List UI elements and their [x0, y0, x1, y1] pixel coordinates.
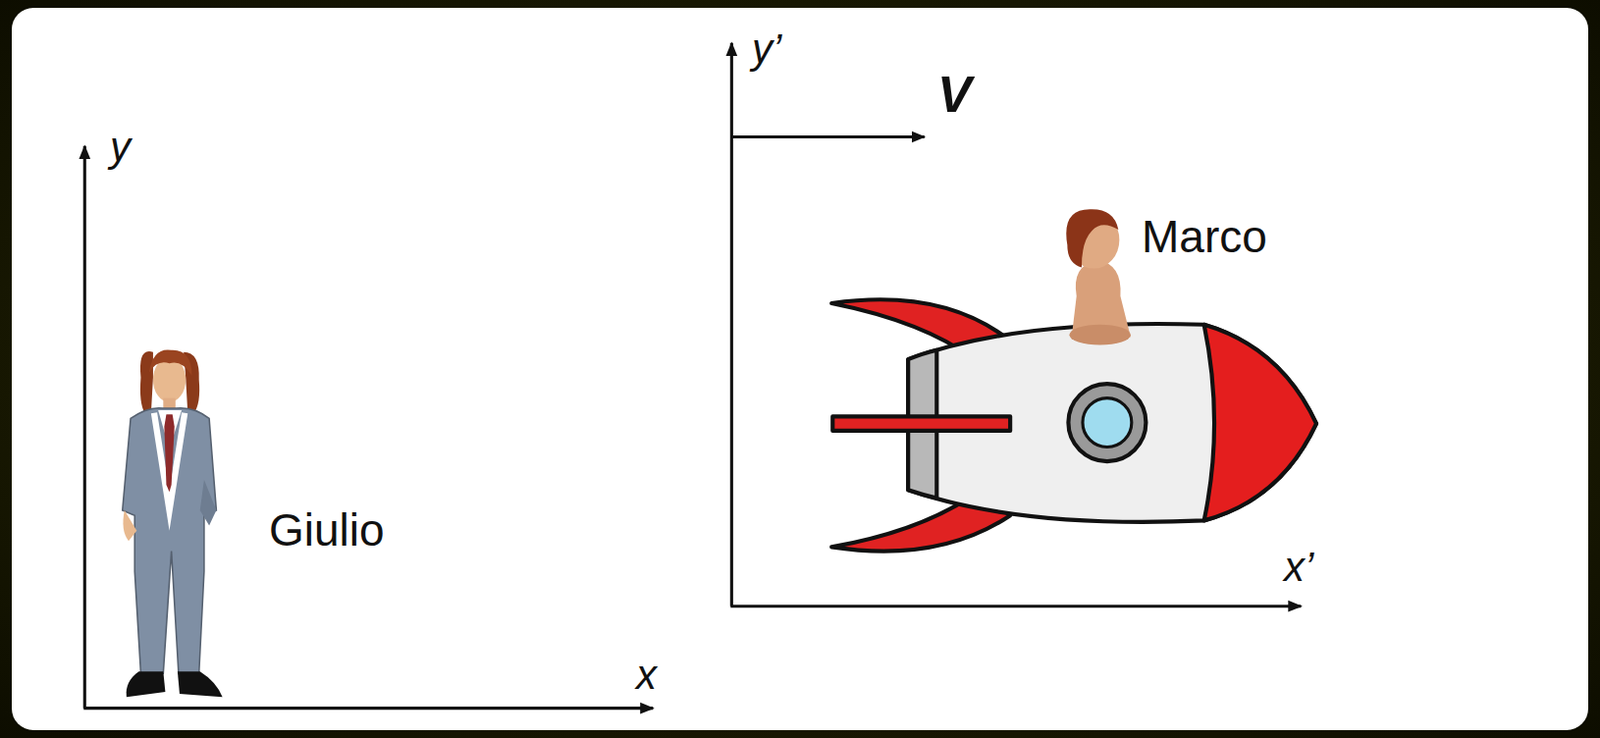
velocity-label: V: [937, 68, 972, 120]
marco-axes: [730, 43, 1301, 607]
observer-name: Giulio: [268, 507, 385, 553]
axis-label: y’: [751, 28, 782, 70]
giulio-figure: [122, 349, 223, 697]
axis-label: x’: [1283, 546, 1314, 588]
giulio-axes: [83, 146, 653, 709]
observer-name: Marco: [1141, 213, 1268, 260]
axis-label: y: [109, 126, 131, 168]
rocket: [831, 299, 1317, 551]
white-panel: [11, 7, 1589, 731]
axis-label: x: [636, 654, 657, 696]
marco-figure: [1066, 209, 1131, 345]
